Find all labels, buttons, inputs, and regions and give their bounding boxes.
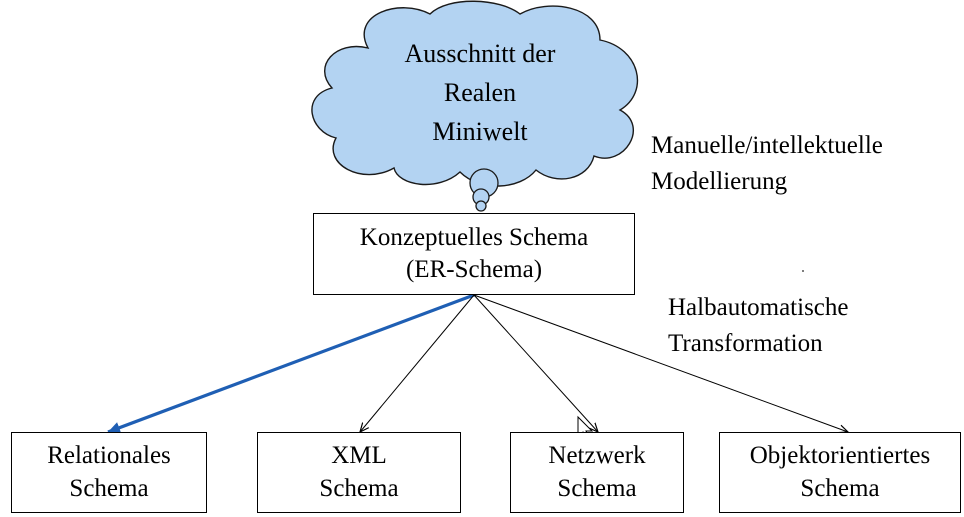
conceptual-schema-box: Konzeptuelles Schema (ER-Schema): [313, 213, 635, 295]
thought-bubble-small: [475, 200, 487, 212]
cloud-text: Ausschnitt der Realen Miniwelt: [370, 34, 590, 151]
stray-dot: [802, 270, 804, 272]
objektorientiert-line-1: Objektorientiertes: [749, 442, 931, 469]
modelling-line-2: Modellierung: [651, 168, 788, 196]
objektorientiert-line-2: Schema: [800, 474, 880, 502]
conceptual-line-2: (ER-Schema): [405, 256, 543, 283]
cloud-line-3: Miniwelt: [432, 117, 528, 146]
arrow-to-objektorientiert: [473, 294, 848, 432]
transformation-line-2: Transformation: [668, 330, 823, 358]
cloud-line-1: Ausschnitt der: [404, 39, 556, 68]
transformation-line-1: Halbautomatische: [668, 294, 849, 321]
arrow-to-relational: [107, 293, 475, 434]
modelling-line-1: Manuelle/intellektuelle: [651, 132, 883, 159]
netzwerk-schema-box: Netzwerk Schema: [510, 432, 684, 513]
relational-line-2: Schema: [69, 474, 149, 502]
xml-schema-box: XML Schema: [257, 432, 461, 513]
objektorientiert-schema-box: Objektorientiertes Schema: [719, 432, 961, 513]
transformation-annotation: Halbautomatische Transformation: [668, 290, 849, 363]
netzwerk-line-1: Netzwerk: [548, 442, 646, 469]
relational-line-1: Relationales: [47, 442, 171, 469]
conceptual-line-1: Konzeptuelles Schema: [359, 223, 589, 251]
xml-line-1: XML: [331, 442, 387, 469]
arrow-to-netzwerk: [473, 294, 598, 432]
modelling-annotation: Manuelle/intellektuelle Modellierung: [651, 128, 883, 201]
xml-line-2: Schema: [319, 474, 399, 502]
relational-schema-box: Relationales Schema: [11, 432, 207, 513]
netzwerk-line-2: Schema: [557, 474, 637, 502]
arrow-to-xml: [360, 294, 475, 432]
cloud-line-2: Realen: [443, 78, 517, 107]
cloud-shape: [311, 0, 639, 187]
